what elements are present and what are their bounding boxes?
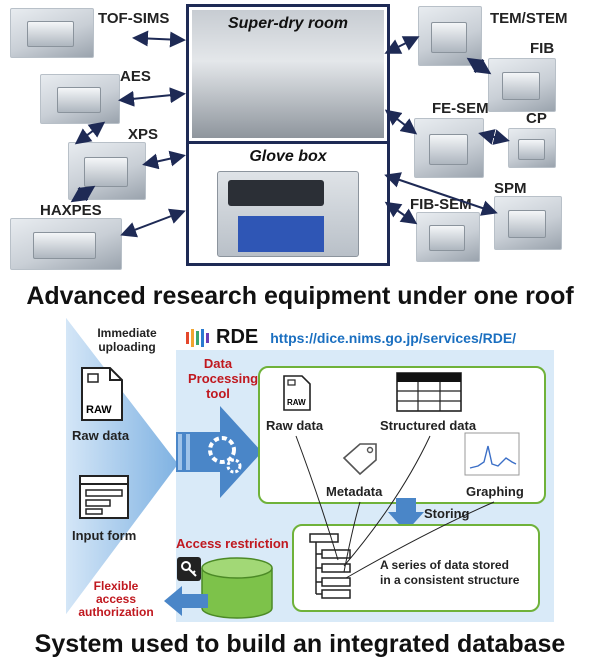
rde-url-link[interactable]: https://dice.nims.go.jp/services/RDE/ bbox=[270, 329, 517, 346]
label-fe-sem: FE-SEM bbox=[432, 100, 489, 117]
super-dry-room-frame: Super-dry room Glove box bbox=[186, 4, 390, 266]
label-tof-sims: TOF-SIMS bbox=[98, 10, 170, 27]
series-stored-text: A series of data stored in a consistent … bbox=[380, 558, 520, 587]
headline-database: System used to build an integrated datab… bbox=[34, 630, 566, 658]
raw-data-label: Raw data bbox=[72, 428, 130, 443]
access-arrow bbox=[164, 586, 208, 616]
label-tem-stem: TEM/STEM bbox=[490, 10, 568, 27]
glove-box-photo bbox=[217, 171, 359, 257]
key-lock-icon bbox=[177, 557, 201, 581]
inner-raw-file-icon-text: RAW bbox=[287, 398, 306, 407]
glove-box-label: Glove box bbox=[249, 148, 327, 165]
rde-logo-icon bbox=[186, 328, 209, 347]
fib-sem-photo bbox=[416, 212, 480, 262]
metadata-tag-icon bbox=[342, 443, 377, 476]
fib-photo bbox=[488, 58, 556, 112]
label-aes: AES bbox=[120, 68, 151, 85]
super-dry-room-photo bbox=[192, 10, 384, 138]
haxpes-photo bbox=[10, 218, 122, 270]
label-spm: SPM bbox=[494, 180, 527, 197]
raw-file-icon-text: RAW bbox=[86, 404, 112, 416]
immediate-uploading-text: Immediate uploading bbox=[97, 326, 157, 354]
aes-photo bbox=[40, 74, 120, 124]
graphing-chart-icon bbox=[464, 432, 520, 476]
inner-raw-file-icon bbox=[283, 375, 311, 411]
cp-photo bbox=[508, 128, 556, 168]
metadata-label: Metadata bbox=[326, 484, 383, 499]
storing-arrow bbox=[388, 498, 424, 532]
inner-raw-data-label: Raw data bbox=[266, 418, 324, 433]
fe-sem-photo bbox=[414, 118, 484, 178]
super-dry-room-label: Super-dry room bbox=[227, 15, 348, 32]
raw-file-icon bbox=[81, 367, 123, 421]
label-xps: XPS bbox=[128, 126, 159, 143]
label-haxpes: HAXPES bbox=[40, 202, 102, 219]
connection-arrows bbox=[70, 30, 510, 238]
access-restriction-label: Access restriction bbox=[176, 536, 289, 551]
input-form-icon bbox=[79, 475, 129, 519]
label-fib: FIB bbox=[530, 40, 555, 57]
tem-stem-photo bbox=[418, 6, 482, 66]
rde-header: RDE https://dice.nims.go.jp/services/RDE… bbox=[186, 326, 516, 349]
label-cp: CP bbox=[526, 110, 547, 127]
structured-data-label: Structured data bbox=[380, 418, 477, 433]
graphing-label: Graphing bbox=[466, 484, 524, 499]
data-processing-tool-label: Data Processing tool bbox=[188, 356, 259, 401]
structured-table-icon bbox=[396, 372, 462, 412]
spm-photo bbox=[494, 196, 562, 250]
storing-label: Storing bbox=[424, 506, 470, 521]
flexible-access-label: Flexible access authorization bbox=[78, 579, 154, 619]
rde-label: RDE bbox=[216, 326, 259, 348]
database-cylinder-icon bbox=[201, 557, 273, 619]
headline-equipment: Advanced research equipment under one ro… bbox=[26, 282, 574, 310]
input-form-label: Input form bbox=[72, 528, 137, 543]
tof-sims-photo bbox=[10, 8, 94, 58]
processing-arrow bbox=[176, 406, 262, 498]
